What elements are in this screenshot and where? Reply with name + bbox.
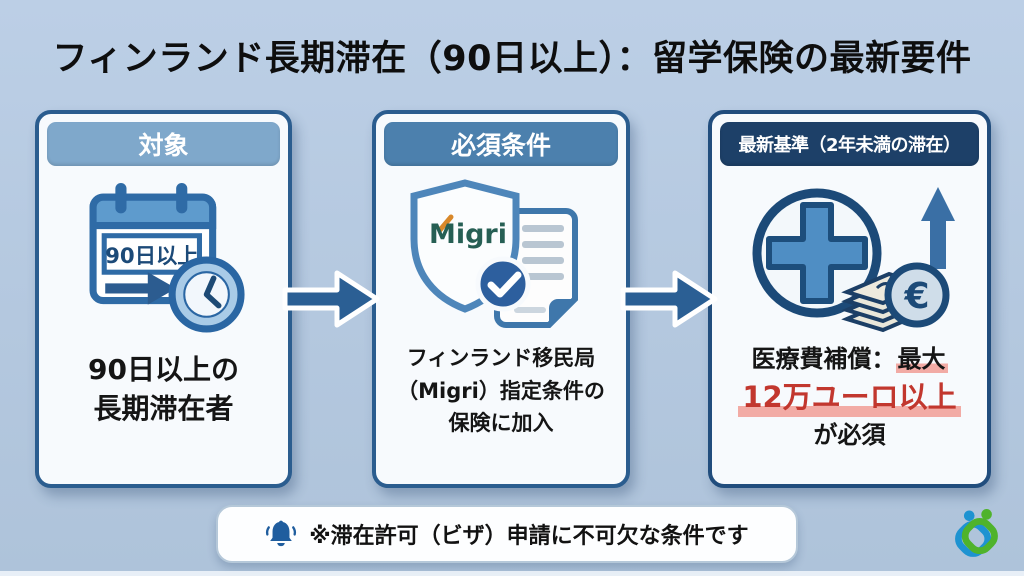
check-circle-icon: [475, 256, 531, 312]
card-target: 対象 90日以上 90日以上の 長期滞在者: [35, 110, 292, 488]
card-latest-standard-text: 医療費補償：最大 12万ユーロ以上 が必須: [712, 342, 987, 453]
card-requirement-header: 必須条件: [384, 122, 618, 166]
bottom-edge-strip: [0, 571, 1024, 576]
medical-cross-money-euro-up-arrow-icon: €: [752, 187, 955, 333]
card-target-header: 対象: [47, 122, 280, 166]
flow-arrow-icon-1: [282, 270, 380, 328]
footer-note: ※滞在許可（ビザ）申請に不可欠な条件です: [216, 505, 798, 563]
card-requirement-text: フィンランド移民局 （Migri）指定条件の 保険に加入: [397, 346, 605, 436]
migri-logo-text: Migri: [429, 219, 507, 250]
euro-symbol: €: [903, 276, 929, 317]
card-requirement: 必須条件 Migri フィンランド移民局 （Migri）指定条件の 保険に加入: [372, 110, 630, 488]
flow-arrow-icon-2: [620, 270, 718, 328]
euro-coin-icon: [884, 262, 949, 328]
forward-arrow-icon: [104, 272, 176, 305]
card-latest-standard-header: 最新基準（2年未満の滞在）: [720, 122, 979, 166]
migri-shield-check-document-icon: Migri: [410, 179, 578, 328]
brand-knot-logo-icon: [955, 509, 998, 557]
bell-icon: [266, 520, 297, 547]
highlighted-max: 最大: [895, 345, 948, 373]
card-target-text: 90日以上の 長期滞在者: [88, 353, 239, 426]
coverage-amount-red: 12万ユーロ以上: [738, 376, 961, 418]
calendar-90days-clock-icon: 90日以上: [89, 183, 245, 333]
up-arrow-icon: [920, 187, 955, 269]
card-latest-standard: 最新基準（2年未満の滞在） € 医療費補償：最大 12万ユーロ以上 が必: [708, 110, 991, 488]
page-title: フィンランド長期滞在（90日以上）：留学保険の最新要件: [52, 39, 972, 79]
footer-note-text: ※滞在許可（ビザ）申請に不可欠な条件です: [309, 524, 749, 549]
